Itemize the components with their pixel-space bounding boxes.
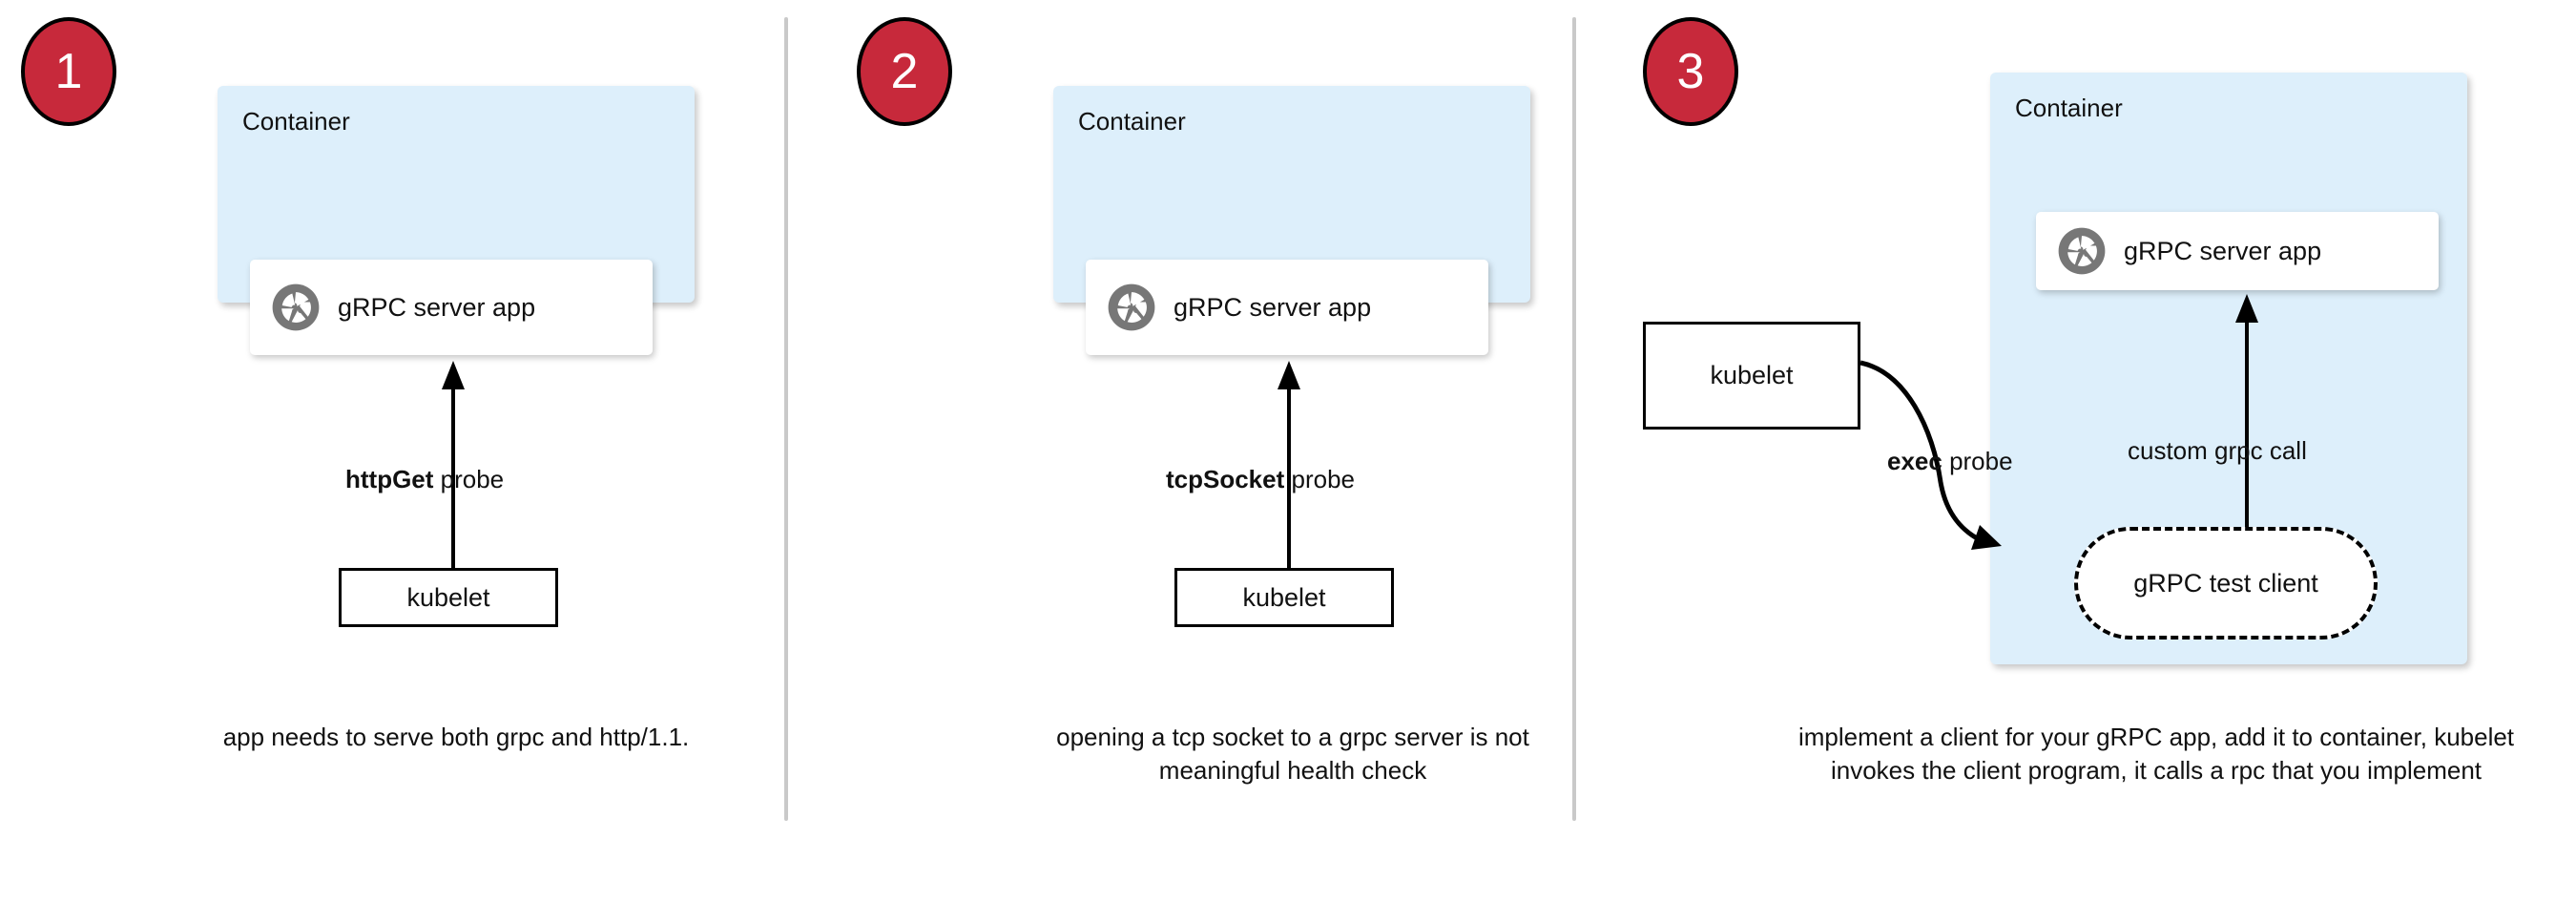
grpc-logo-icon xyxy=(2058,227,2106,275)
caption-3: implement a client for your gRPC app, ad… xyxy=(1797,723,2515,786)
grpc-server-app-label-1: gRPC server app xyxy=(338,292,536,322)
kubelet-box-2: kubelet xyxy=(1174,568,1394,627)
httpget-probe-label-bold: httpGet xyxy=(345,465,434,493)
grpc-server-app-label-3: gRPC server app xyxy=(2124,236,2322,265)
panel-separator-1 xyxy=(784,17,788,821)
grpc-logo-icon xyxy=(272,283,320,331)
exec-probe-label-rest: probe xyxy=(1942,447,2013,475)
grpc-server-app-card-2: gRPC server app xyxy=(1086,260,1488,355)
tcpsocket-probe-label-bold: tcpSocket xyxy=(1166,465,1285,493)
tcpsocket-probe-label-rest: probe xyxy=(1284,465,1355,493)
caption-2: opening a tcp socket to a grpc server is… xyxy=(1056,723,1529,786)
exec-probe-label: exec probe xyxy=(1887,447,2013,476)
exec-probe-label-bold: exec xyxy=(1887,447,1942,475)
panel-separator-2 xyxy=(1572,17,1576,821)
container-label-1: Container xyxy=(242,107,350,136)
httpget-probe-label-rest: probe xyxy=(433,465,505,493)
container-label-2: Container xyxy=(1078,107,1186,136)
httpget-probe-label: httpGet probe xyxy=(345,465,504,494)
container-label-3: Container xyxy=(2015,94,2123,122)
grpc-server-app-card-1: gRPC server app xyxy=(250,260,653,355)
tcpsocket-probe-label: tcpSocket probe xyxy=(1166,465,1355,494)
grpc-server-app-label-2: gRPC server app xyxy=(1174,292,1372,322)
kubelet-box-3: kubelet xyxy=(1643,322,1860,430)
custom-grpc-call-label: custom grpc call xyxy=(2128,436,2307,465)
step-badge-3: 3 xyxy=(1643,17,1738,126)
step-badge-1: 1 xyxy=(21,17,116,126)
kubelet-box-1: kubelet xyxy=(339,568,558,627)
caption-1: app needs to serve both grpc and http/1.… xyxy=(222,723,690,751)
grpc-logo-icon xyxy=(1108,283,1155,331)
step-badge-2: 2 xyxy=(857,17,952,126)
grpc-server-app-card-3: gRPC server app xyxy=(2036,212,2439,290)
grpc-test-client-box: gRPC test client xyxy=(2074,527,2378,640)
